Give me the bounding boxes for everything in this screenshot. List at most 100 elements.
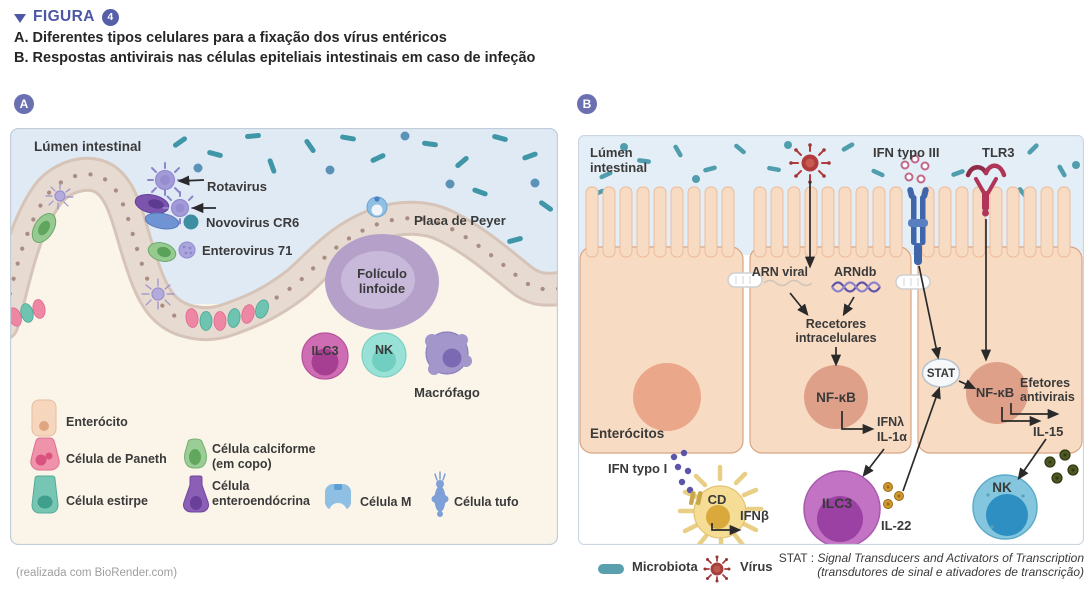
efetores-label-1: Efetores (1020, 376, 1070, 390)
foliculo-label-1: Folículo (357, 266, 407, 281)
recetores-label-1: Recetores (806, 317, 866, 331)
ifn-iii-label: IFN typo III (873, 145, 939, 160)
stat-footnote-prefix: STAT : (778, 551, 815, 565)
efetores-label-2: antivirais (1020, 390, 1075, 404)
microbiota-shapes (172, 131, 554, 244)
il22-molecules (883, 482, 904, 509)
il1a-label: IL-1α (877, 430, 907, 444)
legend-celula-tufo: Célula tufo (431, 471, 519, 517)
nk-cell-b (972, 474, 1038, 540)
virus-icon-lumen-b (789, 143, 831, 184)
rotavirus-label: Rotavirus (207, 179, 267, 194)
rotavirus-icon-1 (147, 162, 184, 196)
tlr3-receptor (965, 163, 1007, 217)
ilc3-cell-a (301, 332, 349, 380)
stat-label: STAT (927, 368, 955, 380)
legend-enteroendocrina-label-1: Célula (212, 479, 251, 493)
rotavirus-icon-2 (162, 191, 198, 225)
panel-a-diagram: Lúmen intestinal Rotavirus Novovirus CR6… (10, 128, 558, 545)
ifn-iii-receptor (900, 154, 930, 265)
stat-footnote-line2: (transdutores de sinal e ativadores de t… (817, 565, 1084, 580)
nfkb-label-cell2: NF-κB (816, 390, 856, 405)
ilc3-cell-b (803, 470, 881, 545)
subtitle-a: A. Diferentes tipos celulares para a fix… (14, 30, 447, 46)
free-virus-icon-crypt (141, 278, 175, 310)
nucleus-nfkb-cell3 (966, 362, 1028, 424)
nfkb-label-cell3: NF-κB (976, 385, 1014, 400)
ifnl-label: IFNλ (877, 415, 904, 429)
legend-paneth-label: Célula de Paneth (66, 452, 167, 466)
subtitle-b: B. Respostas antivirais nas células epit… (14, 50, 536, 66)
stat-footnote: STAT : Signal Transducers and Activators… (739, 551, 1084, 579)
ifnb-label: IFNβ (740, 508, 769, 523)
nk-label-a: NK (375, 343, 393, 357)
pathway-arrows (711, 181, 1060, 536)
figure-label: FIGURA (33, 8, 95, 25)
ifn-i-label: IFN typo I (608, 461, 667, 476)
arndb-helix (831, 281, 881, 293)
lumen-label-a: Lúmen intestinal (34, 139, 141, 154)
enteroendocrine-cell-on-villus (134, 194, 170, 214)
rotavirus-arrow-1 (177, 175, 205, 186)
nucleus-nfkb-cell2 (804, 365, 868, 429)
arn-viral-label: ARN viral (752, 265, 808, 279)
novovirus-label: Novovirus CR6 (206, 215, 299, 230)
legend-paneth: Célula de Paneth (30, 437, 167, 471)
legend-celula-m-label: Célula M (360, 495, 411, 509)
arn-viral-squiggle (763, 279, 813, 287)
macrophage-cell (425, 331, 472, 375)
figure-number-badge: 4 (101, 8, 119, 26)
goblet-cell-right (147, 242, 177, 262)
enterocitos-label: Enterócitos (590, 426, 664, 441)
panel-a-badge: A (14, 94, 34, 114)
nk-cell-a (361, 332, 407, 378)
recetores-label-2: intracelulares (795, 331, 876, 345)
foliculo-label-2: linfoide (359, 281, 405, 296)
panel-b-border (578, 135, 1084, 545)
legend-celula-tufo-label: Célula tufo (454, 495, 519, 509)
placa-peyer-label: Placa de Peyer (414, 213, 506, 228)
novovirus-icon (183, 214, 199, 230)
panel-a-border (10, 128, 558, 545)
goblet-cell-left (31, 213, 57, 243)
figure-header: FIGURA 4 (14, 8, 119, 26)
collapse-triangle-icon (14, 13, 26, 23)
legend-calciforme-label-2: (em copo) (212, 457, 272, 471)
microvilli-brush-border (585, 186, 1071, 258)
legend-calciforme: Célula calciforme (em copo) (184, 438, 316, 471)
nk-label-b: NK (992, 480, 1012, 495)
microbiota-shapes-b (591, 141, 1080, 199)
microbiota-legend-icon (598, 564, 624, 574)
enterocyte-nucleus (633, 363, 701, 431)
lumen-label-b-1: Lúmen (590, 145, 633, 160)
ifn-i-molecules (670, 449, 703, 505)
legend-enteroendocrina-label-2: enteroendócrina (212, 494, 311, 508)
panel-b-badge: B (577, 94, 597, 114)
free-virus-icon-left (45, 182, 74, 210)
enterovirus-label: Enterovirus 71 (202, 243, 292, 258)
crypt-paneth-stem-cells (10, 299, 269, 331)
panel-b-diagram: Lúmen intestinal IFN typo III TLR3 ARN v… (578, 135, 1084, 545)
legend-calciforme-label-1: Célula calciforme (212, 442, 316, 456)
lymphoid-follicle (325, 234, 439, 330)
stat-footnote-line1: Signal Transducers and Activators of Tra… (817, 551, 1084, 565)
virus-legend-icon (703, 555, 731, 583)
il22-label: IL-22 (881, 518, 911, 533)
ilc3-label-a: ILC3 (311, 344, 338, 358)
m-cell-on-dome (366, 196, 388, 218)
biorender-credit: (realizada com BioRender.com) (16, 567, 178, 579)
macrofago-label: Macrófago (414, 385, 480, 400)
legend-enterocito-label: Enterócito (66, 415, 128, 429)
microbiota-legend-label: Microbiota (632, 559, 698, 574)
il15-molecules (1044, 449, 1079, 484)
tlr3-label: TLR3 (982, 145, 1015, 160)
cd-label: CD (708, 492, 727, 507)
legend-estirpe-label: Célula estirpe (66, 494, 148, 508)
legend-estirpe: Célula estirpe (31, 475, 148, 514)
lumen-label-b-2: intestinal (590, 160, 647, 175)
enterocyte-cells (579, 246, 1083, 454)
enterovirus-icon (178, 241, 196, 259)
legend-enterocito: Enterócito (31, 399, 128, 437)
arndb-label: ARNdb (834, 265, 877, 279)
